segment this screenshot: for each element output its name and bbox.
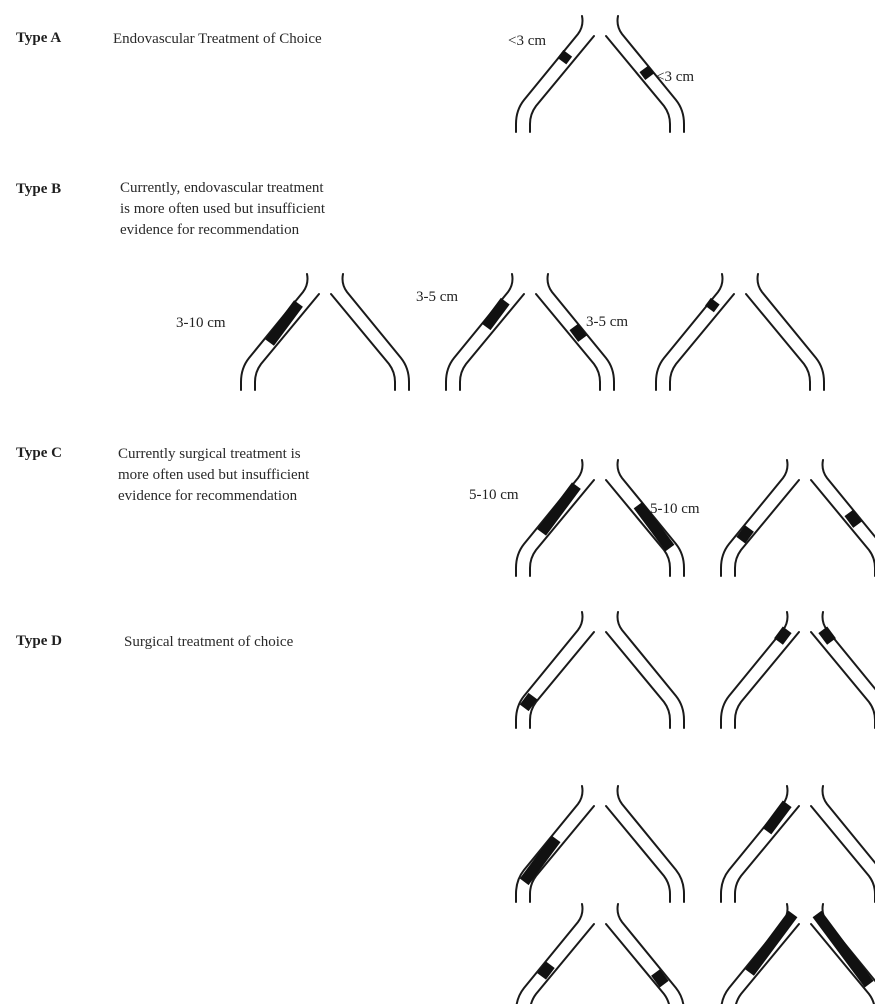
vessel-diagram xyxy=(515,611,685,729)
stenosis-lesion xyxy=(481,297,510,331)
lesion-length-label: 5-10 cm xyxy=(650,501,700,517)
lesion-length-label: 3-5 cm xyxy=(416,289,458,305)
type-b-desc-line: evidence for recommendation xyxy=(120,222,300,238)
iliac-bifurcation xyxy=(515,611,685,729)
vessel-diagram xyxy=(240,273,410,391)
type-b-desc-line: is more often used but insufficient xyxy=(120,201,326,217)
type-c-desc-line: more often used but insufficient xyxy=(118,467,310,483)
iliac-bifurcation xyxy=(720,611,875,729)
stenosis-lesion xyxy=(537,482,581,536)
type-b-description: Currently, endovascular treatment is mor… xyxy=(120,178,325,241)
vessel-diagram xyxy=(720,785,875,903)
stenosis-lesion xyxy=(844,509,863,528)
stenosis-lesion xyxy=(762,800,792,835)
lesion-length-label: <3 cm xyxy=(656,69,694,85)
type-c-label: Type C xyxy=(16,445,62,461)
stenosis-lesion xyxy=(265,300,303,346)
stenosis-lesion xyxy=(519,692,538,712)
type-c-description: Currently surgical treatment is more oft… xyxy=(118,444,309,507)
iliac-bifurcation xyxy=(240,273,410,391)
type-a-label: Type A xyxy=(16,30,62,46)
iliac-bifurcation xyxy=(515,459,685,577)
vessel-diagram xyxy=(720,903,875,1004)
type-a-desc-line: Endovascular Treatment of Choice xyxy=(113,31,322,47)
lesion-length-label: 3-5 cm xyxy=(586,314,628,330)
stenosis-lesion xyxy=(633,501,675,552)
iliac-bifurcation xyxy=(515,785,685,903)
type-b-desc-line: Currently, endovascular treatment xyxy=(120,180,324,196)
vessel-diagram xyxy=(720,611,875,729)
type-d-desc-line: Surgical treatment of choice xyxy=(124,634,294,650)
lesion-length-label: 5-10 cm xyxy=(469,487,519,503)
stenosis-lesion xyxy=(705,297,720,313)
iliac-bifurcation xyxy=(720,785,875,903)
iliac-bifurcation xyxy=(515,903,685,1004)
iliac-bifurcation xyxy=(655,273,825,391)
vessel-diagram xyxy=(720,459,875,577)
lesion-length-label: <3 cm xyxy=(508,33,546,49)
type-d-label: Type D xyxy=(16,633,62,649)
type-c-desc-line: evidence for recommendation xyxy=(118,488,298,504)
type-b-label: Type B xyxy=(16,181,62,197)
type-d-description: Surgical treatment of choice xyxy=(124,632,293,653)
stenosis-lesion xyxy=(774,626,792,645)
stenosis-lesion xyxy=(818,626,836,645)
vessel-diagram xyxy=(515,785,685,903)
vessel-diagram xyxy=(515,15,685,133)
stenosis-lesion xyxy=(812,910,874,988)
vessel-diagram xyxy=(515,459,685,577)
type-a-description: Endovascular Treatment of Choice xyxy=(113,29,322,50)
stenosis-lesion xyxy=(519,835,561,886)
type-c-desc-line: Currently surgical treatment is xyxy=(118,446,301,462)
stenosis-lesion xyxy=(569,323,588,342)
stenosis-lesion xyxy=(537,961,555,980)
stenosis-lesion xyxy=(745,910,798,976)
vessel-diagram xyxy=(445,273,615,391)
stenosis-lesion xyxy=(651,969,669,988)
stenosis-lesion xyxy=(736,525,754,544)
stenosis-lesion xyxy=(639,65,655,80)
vessel-diagram xyxy=(655,273,825,391)
lesion-length-label: 3-10 cm xyxy=(176,315,226,331)
vessel-diagram xyxy=(515,903,685,1004)
iliac-bifurcation xyxy=(445,273,615,391)
stenosis-lesion xyxy=(557,50,573,65)
